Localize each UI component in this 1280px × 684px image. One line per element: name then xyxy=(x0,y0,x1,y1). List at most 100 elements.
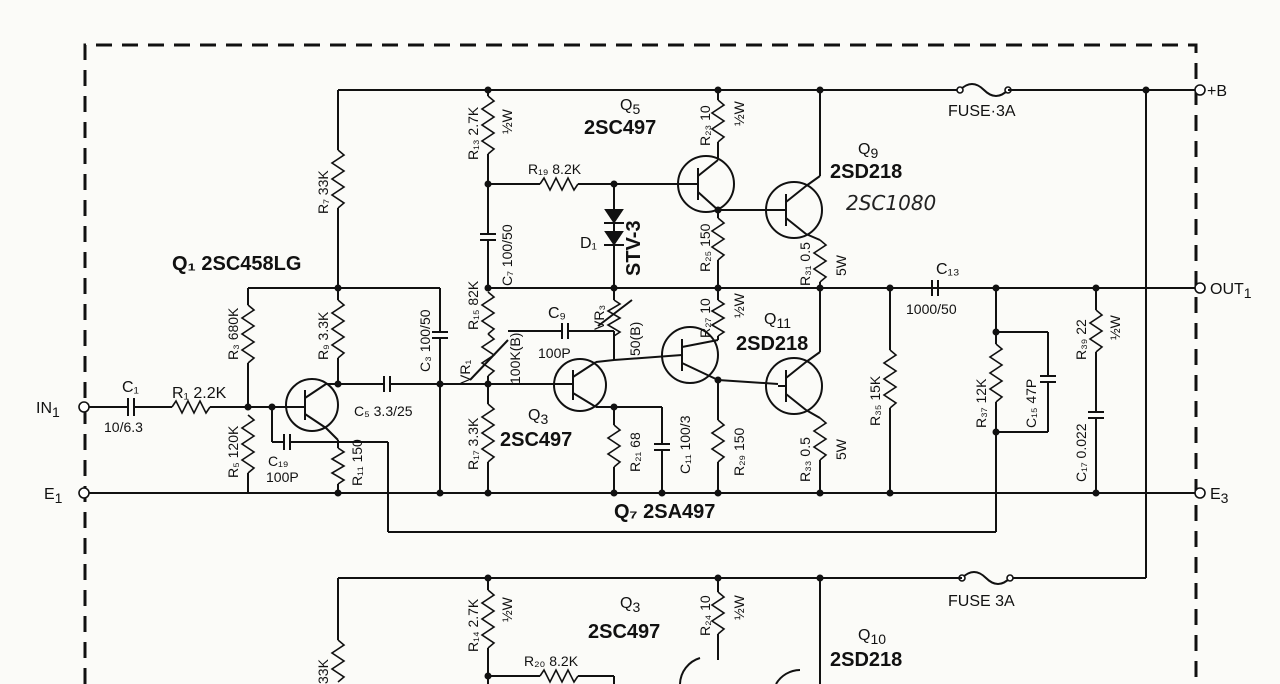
d1-diode-1 xyxy=(604,209,624,224)
c5-label: C₅ 3.3/25 xyxy=(354,403,413,419)
q5-transistor xyxy=(677,155,735,213)
q9-handwritten-note: 2SC1080 xyxy=(846,191,936,215)
r13-resistor xyxy=(480,95,496,155)
r15-label: R₁₅ 82K xyxy=(465,280,481,330)
c1-label: C₁ xyxy=(122,379,139,396)
q1-transistor xyxy=(285,378,339,432)
q9-transistor xyxy=(765,181,823,239)
q5-part-label: 2SC497 xyxy=(584,117,656,139)
vr1-label: VR₁ xyxy=(457,360,473,384)
r29-resistor xyxy=(710,419,726,463)
fuse-lower xyxy=(961,571,1011,585)
q10-transistor xyxy=(775,669,801,684)
r17-resistor xyxy=(480,403,496,463)
r35-resistor xyxy=(882,349,898,409)
r19-resistor xyxy=(539,176,579,192)
q7-transistor xyxy=(661,326,719,384)
r9-label: R₉ 3.3K xyxy=(315,311,331,360)
enclosure-border xyxy=(83,43,1198,684)
plus-b-label: +B xyxy=(1207,83,1227,100)
in1-label: IN1 xyxy=(36,400,60,420)
r11-resistor xyxy=(330,447,346,485)
q1-label: Q₁ 2SC458LG xyxy=(172,253,301,275)
c13-label: C₁₃ xyxy=(936,261,959,278)
fuse-lower-label: FUSE 3A xyxy=(948,593,1015,610)
c15-label: C₁₅ 47P xyxy=(1023,379,1039,428)
r5-label: R₅ 120K xyxy=(225,425,241,478)
r23-resistor xyxy=(710,99,726,143)
d1-diode-2 xyxy=(604,231,624,246)
r29-label: R₂₉ 150 xyxy=(731,427,747,476)
r7-label: R₇ 33K xyxy=(315,170,331,214)
q7-label: Q₇ 2SA497 xyxy=(614,501,715,523)
vr1-potentiometer[interactable] xyxy=(480,333,496,377)
q10-label: Q10 xyxy=(858,627,886,647)
e3-label: E3 xyxy=(1210,486,1229,506)
r33-resistor xyxy=(812,417,828,461)
c11-label: C₁₁ 100/3 xyxy=(677,415,693,474)
r23-label: R₂₃ 10 xyxy=(697,105,713,146)
r14-resistor xyxy=(480,589,496,649)
lower-r-33k-resistor xyxy=(330,639,346,683)
r24-wattage: ½W xyxy=(731,594,747,620)
r13-wattage: ½W xyxy=(499,108,515,134)
out1-label: OUT1 xyxy=(1210,281,1252,301)
r31-label: R₃₁ 0.5 xyxy=(797,242,813,286)
r33-label: R₃₃ 0.5 xyxy=(797,437,813,482)
r13-label: R₁₃ 2.7K xyxy=(465,106,481,160)
stv-label: STV-3 xyxy=(623,220,645,276)
in1-terminal[interactable] xyxy=(78,401,90,413)
e1-label: E1 xyxy=(44,486,63,506)
r19-label: R₁₉ 8.2K xyxy=(528,161,582,177)
r11-label: R₁₁ 150 xyxy=(349,439,365,486)
r25-label: R₂₅ 150 xyxy=(697,223,713,272)
vr3-potentiometer[interactable] xyxy=(606,299,622,337)
vr3-value: 50(B) xyxy=(627,322,643,356)
c19-value: 100P xyxy=(266,469,299,485)
r31-resistor xyxy=(812,239,828,283)
r21-resistor xyxy=(606,424,622,468)
q11-transistor xyxy=(765,357,823,415)
r14-wattage: ½W xyxy=(499,596,515,622)
r3-label: R₃ 680K xyxy=(225,307,241,360)
q11-label: Q11 xyxy=(764,311,791,331)
r37-label: R₃₇ 12K xyxy=(973,378,989,428)
d1-label: D₁ xyxy=(580,235,597,252)
r7-resistor xyxy=(330,149,346,209)
vr1-value: 100K(B) xyxy=(507,333,523,384)
r14-label: R₁₄ 2.7K xyxy=(465,598,481,652)
r35-label: R₃₅ 15K xyxy=(867,375,883,426)
q9-label: Q9 xyxy=(858,141,878,161)
lower-q3-label: Q3 xyxy=(620,595,640,615)
r15-resistor xyxy=(480,291,496,335)
lower-q3-part-label: 2SC497 xyxy=(588,621,660,643)
c19-label: C₁₉ xyxy=(268,453,288,469)
q5-label: Q5 xyxy=(620,97,640,117)
c7-label: C₇ 100/50 xyxy=(499,224,515,286)
plus-b-terminal[interactable] xyxy=(1194,84,1206,96)
c3-label: C₃ 100/50 xyxy=(417,309,433,372)
r27-resistor xyxy=(710,299,726,337)
r23-wattage: ½W xyxy=(731,100,747,126)
r24-label: R₂₄ 10 xyxy=(697,595,713,636)
fuse-upper xyxy=(959,83,1009,97)
q11-part-label: 2SD218 xyxy=(736,333,808,355)
r20-resistor xyxy=(539,668,579,684)
r31-wattage: 5W xyxy=(833,254,849,276)
e3-terminal[interactable] xyxy=(1194,487,1206,499)
r5-resistor xyxy=(240,414,256,474)
e1-terminal[interactable] xyxy=(78,487,90,499)
c9-label: C₉ xyxy=(548,305,566,322)
r1-label: R₁ 2.2K xyxy=(172,385,227,402)
r3-resistor xyxy=(240,304,256,364)
q3-label: Q3 xyxy=(528,407,548,427)
r33-wattage: 5W xyxy=(833,438,849,460)
out1-terminal[interactable] xyxy=(1194,282,1206,294)
lower-q3-transistor xyxy=(679,657,701,684)
r27-wattage: ½W xyxy=(731,292,747,318)
r17-label: R₁₇ 3.3K xyxy=(465,417,481,470)
c13-value: 1000/50 xyxy=(906,301,957,317)
r27-label: R₂₇ 10 xyxy=(697,298,713,338)
